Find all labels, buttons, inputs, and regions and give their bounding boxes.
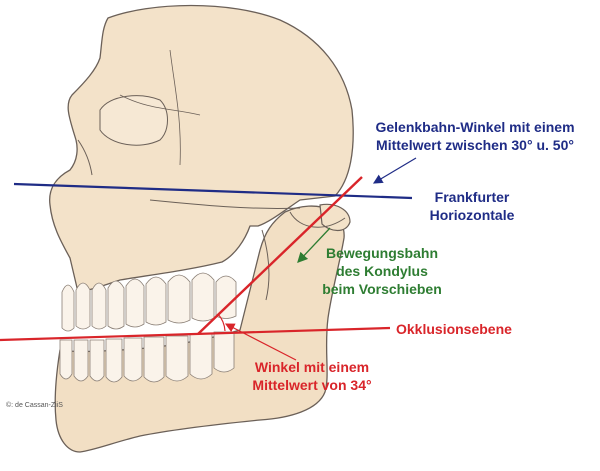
frankfurter-label-1: Frankfurter (435, 189, 510, 205)
cranial-suture (169, 49, 181, 166)
angle-arc (217, 313, 226, 332)
cranial-suture-2 (119, 94, 201, 116)
nasal-bone (77, 139, 93, 176)
ramus-detail (261, 229, 270, 301)
bewegung-label-3: beim Vorschieben (322, 281, 442, 297)
gelenkbahn-arrow (372, 157, 417, 184)
winkel-label-1: Winkel mit einem (255, 359, 369, 375)
glenoid-fossa (289, 211, 346, 228)
frankfurter-label-2: Horiozontale (430, 207, 515, 223)
winkel-arrow (224, 323, 297, 361)
upper-teeth (61, 272, 237, 332)
okklusion-label: Okklusionsebene (396, 321, 512, 337)
winkel-label-2: Mittelwert von 34° (252, 377, 371, 393)
lower-teeth (59, 331, 235, 383)
frankfurter-horizontal-line (13, 182, 413, 200)
skull-cranium (49, 4, 354, 293)
occlusal-plane-line (0, 326, 391, 342)
bewegung-label-2: des Kondylus (336, 263, 428, 279)
gelenkbahn-label-1: Gelenkbahn-Winkel mit einem (375, 119, 574, 135)
orbit (99, 95, 168, 146)
condylar-path-line (197, 176, 363, 335)
gelenkbahn-label-2: Mittelwert zwischen 30° u. 50° (376, 137, 574, 153)
bewegung-arrow (297, 227, 331, 263)
zygomatic-arch (149, 199, 301, 209)
credit-text: ©: de Cassan-ZiiS (6, 401, 63, 409)
bewegung-label-1: Bewegungsbahn (326, 245, 438, 261)
